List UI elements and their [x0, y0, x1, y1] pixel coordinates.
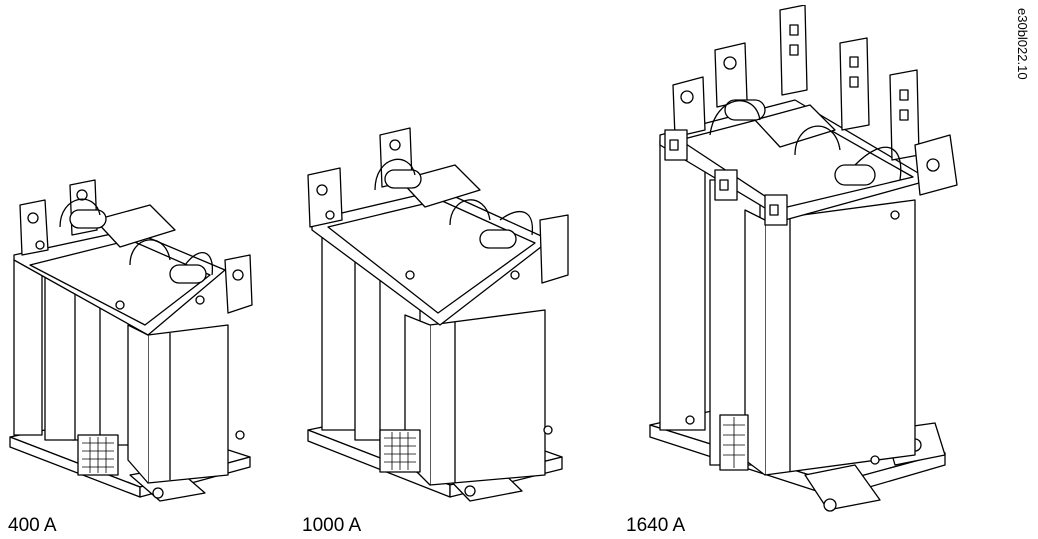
reactor-400a-drawing: [0, 175, 260, 515]
reference-code-text: e30bl022.10: [1015, 8, 1030, 80]
reactor-400a-caption: 400 A: [8, 515, 57, 536]
reactor-1640a-caption: 1640 A: [626, 515, 686, 536]
reactor-1000a-caption: 1000 A: [302, 515, 362, 536]
reactor-1640a-drawing: [645, 5, 970, 535]
figure-reference-code: e30bl022.10: [1010, 0, 1034, 130]
reactor-1000a-drawing: [300, 125, 570, 510]
